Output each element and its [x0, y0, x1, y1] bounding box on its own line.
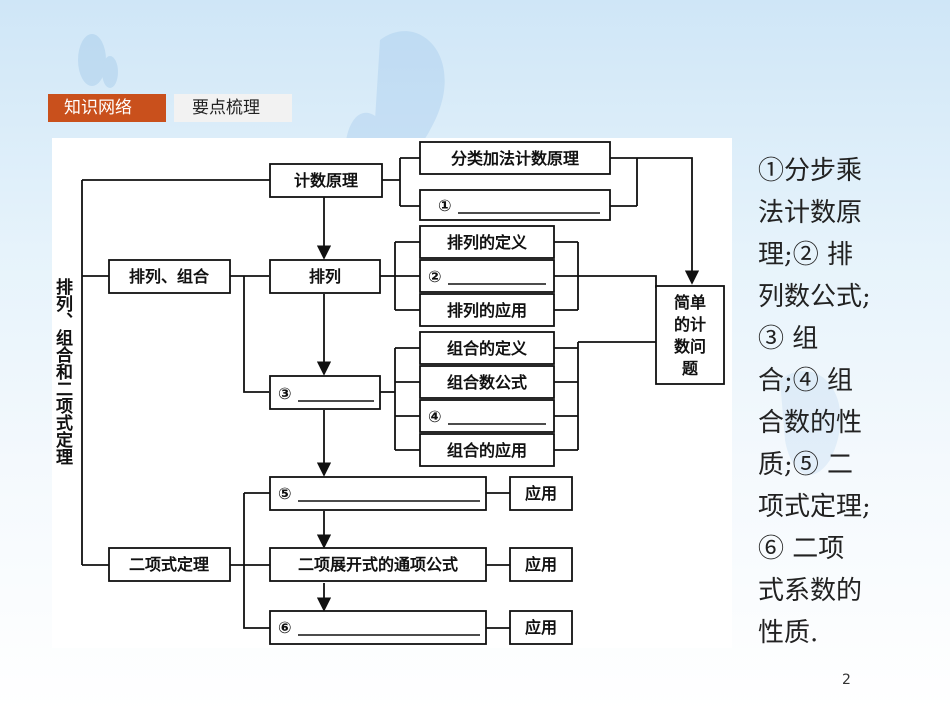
answer-line: 法计数原 — [758, 198, 863, 228]
answer-line: 理;② 排 — [758, 240, 854, 270]
node-app2 — [509, 547, 573, 582]
node-blank4 — [419, 399, 555, 433]
answer-line: 合;④ 组 — [758, 366, 854, 396]
node-comb-formula — [419, 365, 555, 399]
root-label: 排列、组合和二项式定理 — [52, 277, 73, 465]
node-perm-app — [419, 293, 555, 327]
label-permutation: 排列 — [309, 267, 341, 286]
answer-line: 列数公式; — [758, 282, 871, 312]
answer-line: 质;⑤ 二 — [758, 450, 854, 480]
tab-key-points[interactable]: 要点梳理 — [174, 94, 292, 122]
simple-counting-line: 题 — [682, 359, 699, 378]
diagram-svg: 排列、组合和二项式定理 排列、组合 二项式定理 计数原理 排列 ③ ⑤ 二项展开… — [52, 141, 725, 645]
label-app2: 应用 — [525, 555, 557, 574]
node-simple-counting — [655, 285, 725, 385]
node-app1 — [509, 476, 573, 511]
label-perm-comb: 排列、组合 — [129, 267, 210, 286]
label-binomial: 二项式定理 — [129, 555, 209, 574]
answer-line: 式系数的 — [758, 576, 863, 606]
label-addition-principle: 分类加法计数原理 — [451, 149, 579, 168]
blank-underlines — [298, 212, 600, 636]
label-comb-formula: 组合数公式 — [447, 373, 527, 392]
connector-lines — [81, 157, 700, 629]
label-blank5: ⑤ — [278, 484, 292, 503]
tab-knowledge-network[interactable]: 知识网络 — [48, 94, 166, 122]
node-comb-app — [419, 433, 555, 467]
label-blank2: ② — [428, 267, 442, 286]
root-label-text: 排列、组合和二项式定理 — [52, 277, 73, 465]
answer-line: 合数的性 — [758, 408, 863, 438]
node-labels: 排列、组合 二项式定理 计数原理 排列 ③ ⑤ 二项展开式的通项公式 ⑥ 分类加… — [129, 149, 579, 637]
node-perm-comb — [108, 259, 231, 294]
label-comb-app: 组合的应用 — [447, 441, 527, 460]
simple-counting-line: 数问 — [674, 337, 706, 356]
node-general-term — [269, 547, 487, 582]
label-blank4: ④ — [428, 407, 442, 426]
answer-line: ①分步乘 — [758, 156, 863, 186]
node-blank3 — [269, 375, 381, 410]
page-number: 2 — [842, 672, 851, 688]
simple-counting-line: 的计 — [674, 315, 706, 334]
node-blank5 — [269, 476, 487, 511]
tab-bar: 知识网络 要点梳理 — [48, 94, 292, 122]
simple-counting-line: 简单 — [674, 293, 706, 312]
node-perm-def — [419, 225, 555, 259]
label-perm-def: 排列的定义 — [447, 233, 527, 252]
label-app3: 应用 — [525, 618, 557, 637]
node-binomial — [108, 547, 231, 582]
node-blank2 — [419, 259, 555, 293]
node-permutation — [269, 259, 381, 294]
node-comb-def — [419, 331, 555, 365]
answer-line: 项式定理; — [758, 492, 871, 522]
label-blank6: ⑥ — [278, 618, 292, 637]
label-comb-def: 组合的定义 — [447, 339, 527, 358]
label-perm-app: 排列的应用 — [447, 301, 527, 320]
label-counting-principle: 计数原理 — [294, 171, 358, 190]
answer-line: ③ 组 — [758, 324, 819, 354]
answer-line: 性质. — [758, 618, 819, 648]
node-counting-principle — [269, 163, 383, 198]
node-app3 — [509, 610, 573, 645]
knowledge-diagram: 排列、组合和二项式定理 排列、组合 二项式定理 计数原理 排列 ③ ⑤ 二项展开… — [52, 138, 732, 648]
label-blank1: ① — [438, 196, 452, 215]
answer-line: ⑥ 二项 — [758, 534, 845, 564]
label-app1: 应用 — [525, 484, 557, 503]
node-blank1 — [419, 189, 611, 221]
node-blank6 — [269, 610, 487, 645]
answer-text: ①分步乘法计数原理;② 排列数公式; ③ 组合;④ 组合数的性质;⑤ 二项式定理;… — [758, 150, 898, 654]
label-blank3: ③ — [278, 384, 292, 403]
node-addition-principle — [419, 141, 611, 175]
label-general-term: 二项展开式的通项公式 — [298, 555, 458, 574]
